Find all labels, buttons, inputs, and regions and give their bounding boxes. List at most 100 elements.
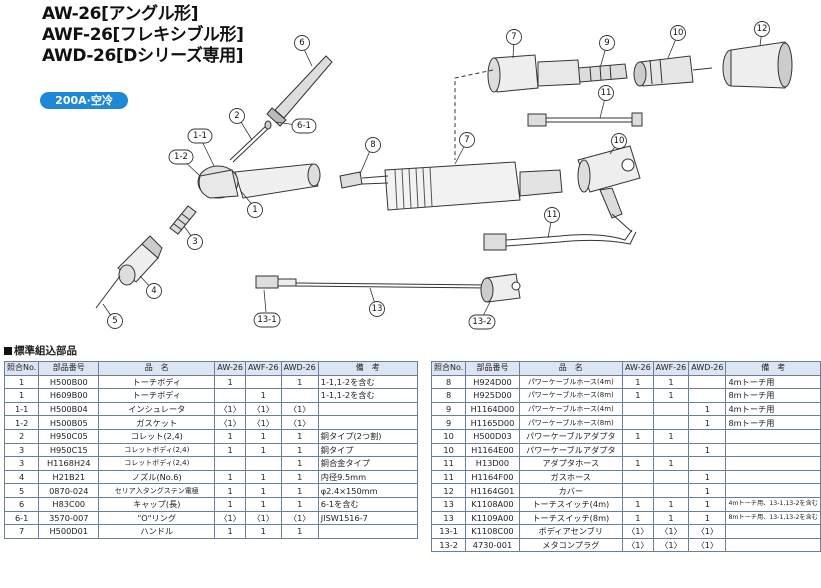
col-aw26: AW-26 (214, 361, 246, 376)
cell-part-number: H500B00 (38, 374, 100, 390)
cell-awf26: 〈1〉 (244, 415, 282, 430)
cell-awd26: 〈1〉 (280, 415, 319, 430)
part-13-switch (255, 273, 521, 303)
svg-text:2: 2 (234, 111, 239, 121)
cell-part-number: H950C15 (38, 442, 100, 458)
svg-text:8: 8 (370, 140, 375, 150)
part-6-cap (266, 55, 333, 127)
cell-part-name: キャップ(長) (98, 496, 216, 512)
cell-part-name: アダプタホース (518, 456, 623, 471)
cell-awf26: 1 (244, 524, 282, 539)
callout-6: 6 (294, 35, 310, 51)
cell-awf26 (652, 469, 690, 485)
cell-awf26: 〈1〉 (652, 524, 690, 539)
cell-awf26: 〈1〉 (244, 401, 282, 417)
callout-6-1: 6-1 (291, 118, 317, 134)
cell-remarks: 4mトーチ用、13-1,13-2を含む (725, 496, 821, 512)
cell-ref-no: 6 (3, 496, 40, 512)
col-part-number: 部品番号 (465, 361, 520, 376)
cell-ref-no: 10 (430, 428, 467, 444)
cell-awd26: 1 (688, 510, 727, 526)
cell-remarks (317, 401, 418, 417)
cell-aw26: 〈1〉 (621, 537, 654, 553)
svg-text:1-1: 1-1 (193, 131, 207, 141)
svg-text:13-1: 13-1 (257, 315, 276, 325)
cell-part-name: トーチボディ (98, 388, 216, 403)
svg-text:9: 9 (604, 38, 609, 48)
svg-text:11: 11 (601, 88, 612, 98)
callout-1: 1 (247, 202, 263, 218)
part-9-fitting (577, 63, 628, 83)
cell-awd26: 1 (688, 442, 727, 458)
cell-ref-no: 1 (3, 388, 40, 403)
cell-ref-no: 11 (430, 469, 467, 485)
table-header-row: 照合No. 部品番号 品 名 AW-26 AWF-26 AWD-26 備 考 (3, 361, 418, 376)
cell-awf26: 〈1〉 (652, 537, 690, 553)
cell-remarks: 4mトーチ用 (725, 401, 821, 417)
cell-ref-no: 8 (430, 388, 467, 403)
cell-remarks (725, 469, 821, 485)
cell-aw26 (621, 442, 654, 458)
cell-aw26: 1 (621, 456, 654, 471)
cell-awd26: 1 (688, 483, 727, 498)
col-awd26: AWD-26 (280, 361, 319, 376)
cell-part-name: パワーケーブルホース(8m) (518, 415, 623, 430)
cell-part-name: コレットボディ(2,4) (98, 456, 216, 471)
cell-ref-no: 4 (3, 469, 40, 485)
callout-1-1: 1-1 (187, 128, 213, 144)
cell-remarks: 6-1を含む (317, 496, 418, 512)
cell-part-number: H500D03 (465, 428, 520, 444)
cell-remarks: 内径9.5mm (317, 469, 418, 485)
part-10-adapter-lower (577, 145, 641, 219)
svg-text:13: 13 (372, 304, 383, 314)
part-5-electrode (95, 275, 121, 309)
parts-table-right: 照合No. 部品番号 品 名 AW-26 AWF-26 AWD-26 備 考 8… (430, 361, 821, 553)
cell-ref-no: 13 (430, 496, 467, 512)
cell-part-name: パワーケーブルホース(4m) (518, 401, 623, 417)
svg-text:6-1: 6-1 (297, 121, 311, 131)
cell-part-name: セリア入タングステン電極 (98, 483, 216, 498)
cell-part-number: H1164E00 (465, 442, 520, 458)
part-7-handle-top (487, 54, 581, 93)
cell-part-number: 4730-001 (465, 537, 520, 553)
cell-awd26: 1 (280, 483, 319, 498)
cell-aw26: 1 (621, 496, 654, 512)
cell-awd26 (280, 388, 319, 403)
cell-part-name: インシュレータ (98, 401, 216, 417)
cell-awf26: 1 (244, 496, 282, 512)
cell-ref-no: 5 (3, 483, 40, 498)
col-part-name: 品 名 (98, 361, 216, 376)
cell-remarks: 8mトーチ用、13-1,13-2を含む (725, 510, 821, 526)
cell-part-name: トーチボディ (98, 374, 216, 390)
cell-remarks: JISW1516-7 (317, 510, 418, 526)
svg-text:12: 12 (757, 24, 768, 34)
cell-part-number: H1164G01 (465, 483, 520, 498)
cell-remarks: 4mトーチ用 (725, 374, 821, 390)
cell-part-name: "O"リング (98, 510, 216, 526)
cell-aw26 (214, 388, 246, 403)
cell-awd26: 1 (688, 401, 727, 417)
cell-aw26: 1 (214, 428, 246, 444)
cell-remarks (725, 428, 821, 444)
cell-part-name: パワーケーブルホース(4m) (518, 374, 623, 390)
cell-awd26: 1 (280, 469, 319, 485)
svg-text:7: 7 (511, 32, 516, 42)
cell-part-number: H13D00 (465, 456, 520, 471)
cell-aw26 (214, 456, 246, 471)
cell-aw26: 〈1〉 (214, 510, 246, 526)
title-aw26: AW-26[アングル形] (42, 4, 199, 24)
cell-part-name: ボディアセンブリ (518, 524, 623, 539)
cell-aw26: 1 (621, 374, 654, 390)
cell-awf26 (652, 483, 690, 498)
cell-awd26: 1 (688, 496, 727, 512)
cell-ref-no: 13-2 (430, 537, 467, 553)
cell-remarks (725, 456, 821, 471)
